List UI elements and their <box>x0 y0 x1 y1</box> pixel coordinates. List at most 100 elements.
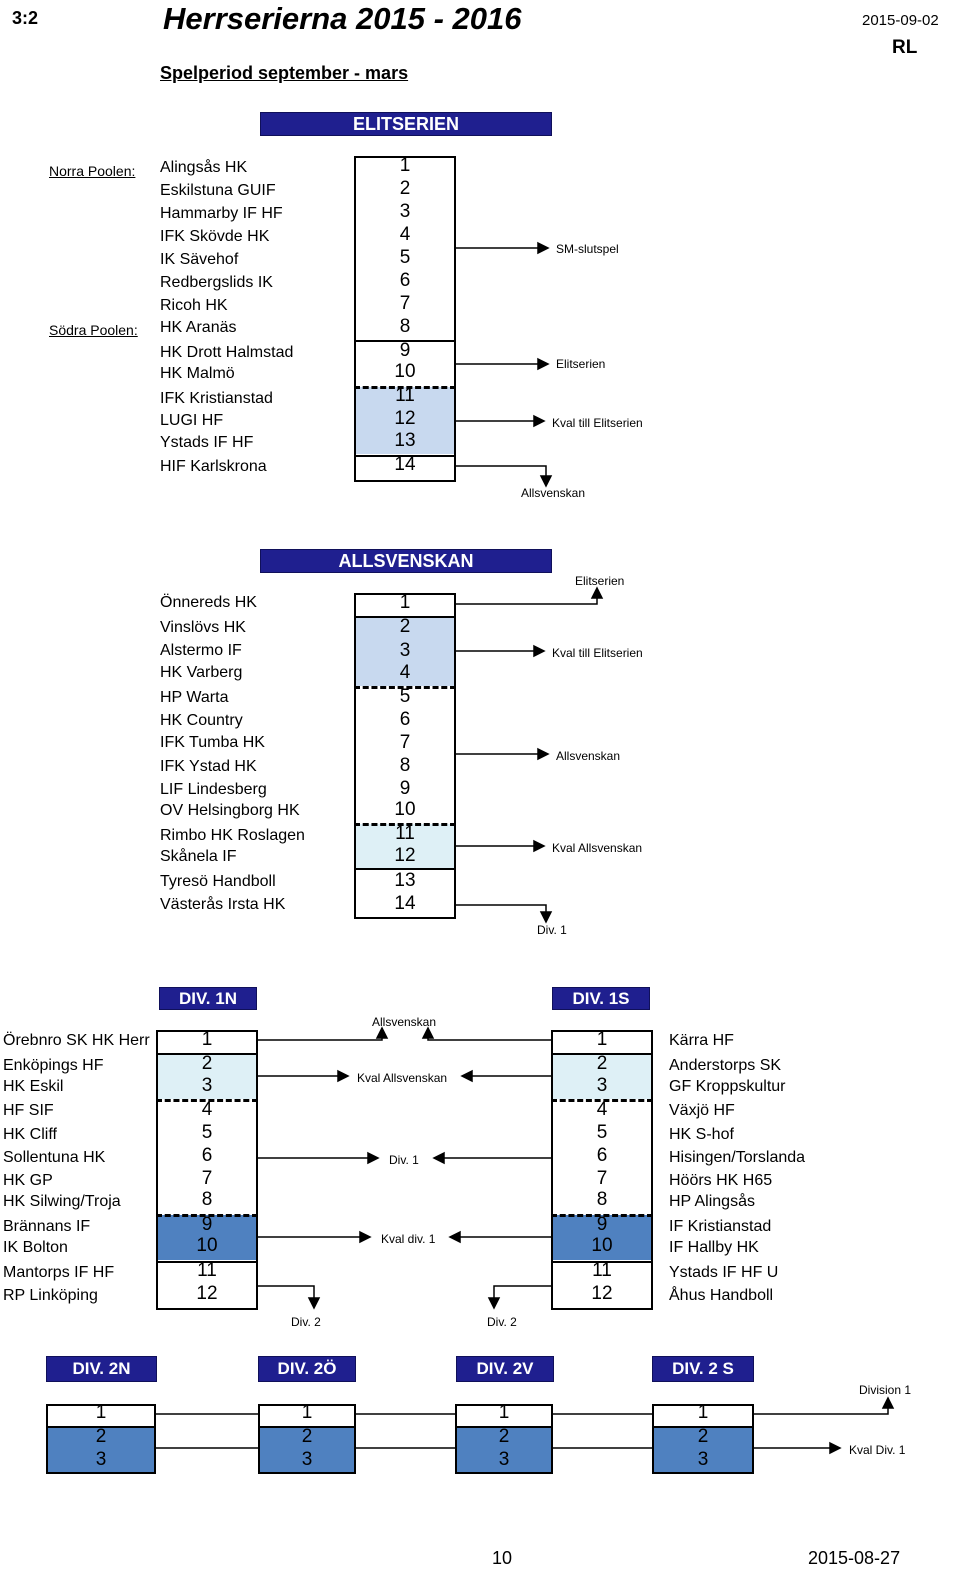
team-name: HK Drott Halmstad <box>160 344 294 361</box>
team-name: Anderstorps SK <box>669 1057 782 1074</box>
footer-page-number: 10 <box>492 1548 513 1568</box>
arrow-head-icon <box>533 839 546 853</box>
position-number: 1 <box>95 1402 107 1423</box>
arrow-head-icon <box>432 1151 445 1165</box>
div1n-header: DIV. 1N <box>159 987 257 1010</box>
position-number: 3 <box>498 1449 510 1470</box>
team-name: Rimbo HK Roslagen <box>160 827 305 844</box>
position-number: 4 <box>596 1099 608 1120</box>
divider <box>258 1426 356 1428</box>
dashed-divider <box>156 1099 258 1102</box>
position-number: 12 <box>394 845 416 866</box>
div2v-header: DIV. 2V <box>456 1356 554 1382</box>
div2s-header: DIV. 2 S <box>652 1356 754 1382</box>
position-number: 7 <box>596 1168 608 1189</box>
team-name: HP Alingsås <box>669 1193 755 1210</box>
elitserien-header: ELITSERIEN <box>260 112 552 136</box>
team-name: HK Malmö <box>160 365 235 382</box>
position-number: 9 <box>201 1214 213 1235</box>
team-name: HK GP <box>3 1172 53 1189</box>
divider <box>652 1426 754 1428</box>
es-outcome-kval: Kval till Elitserien <box>552 416 643 430</box>
zone-fill <box>553 1215 651 1260</box>
pool-north-label: Norra Poolen: <box>49 163 136 179</box>
team-name: IFK Ystad HK <box>160 758 257 775</box>
position-number: 13 <box>394 430 416 451</box>
team-name: GF Kroppskultur <box>669 1078 786 1095</box>
position-number: 8 <box>399 755 411 776</box>
team-name: Alstermo IF <box>160 642 242 659</box>
team-name: HK Cliff <box>3 1126 57 1143</box>
divider <box>455 1426 553 1428</box>
divider <box>354 616 456 618</box>
pool-south-label: Södra Poolen: <box>49 322 138 338</box>
team-name: Ystads IF HF U <box>669 1264 779 1281</box>
zone-fill <box>356 387 454 454</box>
team-name: Brännans IF <box>3 1218 91 1235</box>
position-number: 7 <box>399 293 411 314</box>
position-number: 3 <box>95 1449 107 1470</box>
as-outcome-stay: Allsvenskan <box>556 749 621 763</box>
position-number: 11 <box>395 385 415 406</box>
team-name: Växjö HF <box>669 1102 735 1119</box>
header-date: 2015-09-02 <box>862 12 939 29</box>
dashed-divider <box>551 1214 653 1217</box>
position-number: 12 <box>591 1283 613 1304</box>
team-name: Skånela IF <box>160 848 237 865</box>
page-code: 3:2 <box>12 8 39 28</box>
arrow-head-icon <box>829 1441 842 1455</box>
position-number: 4 <box>201 1099 213 1120</box>
team-name: Åhus Handboll <box>669 1287 774 1304</box>
position-number: 7 <box>399 732 411 753</box>
position-number: 1 <box>301 1402 313 1423</box>
position-number: 8 <box>201 1189 213 1210</box>
position-number: 2 <box>301 1426 313 1447</box>
team-name: Örebnro SK HK Herr <box>3 1032 150 1049</box>
team-name: Höörs HK H65 <box>669 1172 773 1189</box>
arrow-head-icon <box>590 586 604 599</box>
position-number: 12 <box>196 1283 218 1304</box>
as-outcome-up: Elitserien <box>575 574 625 588</box>
team-name: HK Varberg <box>160 664 243 681</box>
d1-outcome-kval-down: Kval div. 1 <box>381 1232 436 1246</box>
arrow-head-icon <box>533 644 546 658</box>
position-number: 1 <box>201 1029 213 1050</box>
position-number: 2 <box>399 178 411 199</box>
position-number: 1 <box>697 1402 709 1423</box>
position-number: 1 <box>596 1029 608 1050</box>
position-number: 9 <box>399 340 411 361</box>
arrow-head-icon <box>539 475 553 488</box>
divider <box>354 455 456 457</box>
es-outcome-stay: Elitserien <box>556 357 606 371</box>
as-outcome-kval-down: Kval Allsvenskan <box>552 841 643 855</box>
d1-outcome-up: Allsvenskan <box>372 1015 437 1029</box>
arrow-up-icon <box>456 596 598 605</box>
position-number: 10 <box>591 1235 613 1256</box>
arrow-head-icon <box>537 241 550 255</box>
divider <box>354 868 456 870</box>
arrow-down-icon <box>493 1285 551 1300</box>
position-number: 14 <box>394 893 416 914</box>
position-number: 3 <box>201 1075 213 1096</box>
team-name: HK Eskil <box>3 1078 64 1095</box>
as-outcome-down: Div. 1 <box>537 923 567 937</box>
arrow-up-icon <box>427 1036 551 1041</box>
position-number: 9 <box>596 1214 608 1235</box>
arrow-head-icon <box>460 1069 473 1083</box>
team-name: LUGI HF <box>160 412 224 429</box>
position-number: 3 <box>399 640 411 661</box>
as-outcome-kval: Kval till Elitserien <box>552 646 643 660</box>
team-name: IF Hallby HK <box>669 1239 759 1256</box>
team-name: Redbergslids IK <box>160 274 273 291</box>
dashed-divider <box>156 1214 258 1217</box>
zone-fill <box>553 1053 651 1099</box>
position-number: 6 <box>201 1145 213 1166</box>
team-name: HK S-hof <box>669 1126 734 1143</box>
position-number: 12 <box>394 408 416 429</box>
team-name: Sollentuna HK <box>3 1149 106 1166</box>
team-name: IFK Skövde HK <box>160 228 270 245</box>
position-number: 3 <box>596 1075 608 1096</box>
